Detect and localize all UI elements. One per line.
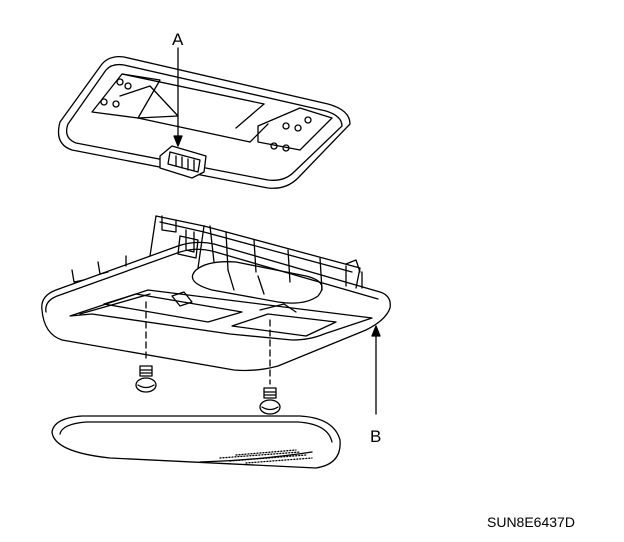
console-lens — [51, 415, 341, 469]
connector — [159, 145, 207, 179]
roof-mounting-bracket — [57, 56, 351, 189]
screw-left — [135, 365, 157, 393]
callout-label-a: A — [172, 30, 184, 49]
screw-right — [259, 387, 281, 415]
screw-guide-lines — [145, 301, 271, 385]
leader-b — [371, 325, 381, 415]
console-housing — [41, 215, 391, 372]
callout-label-b: B — [370, 427, 381, 446]
figure-code: SUN8E6437D — [487, 514, 575, 530]
leader-a — [173, 47, 183, 147]
